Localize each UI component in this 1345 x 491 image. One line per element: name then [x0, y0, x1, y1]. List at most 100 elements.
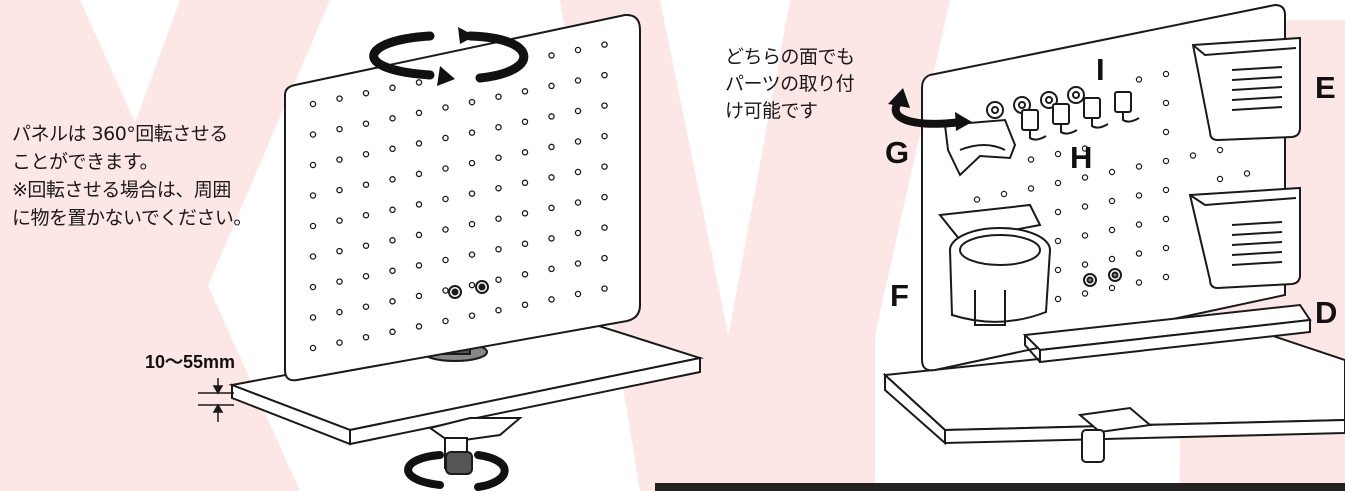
peg-hole	[521, 301, 529, 309]
peg-hole	[1108, 168, 1116, 176]
peg-hole	[442, 317, 449, 325]
peg-hole	[389, 237, 396, 244]
peg-hole	[389, 298, 396, 305]
left-panel-holes	[309, 41, 608, 352]
peg-hole	[521, 118, 529, 126]
peg-hole	[574, 168, 582, 176]
peg-hole	[468, 98, 476, 106]
rotation-note-line: に物を置かないでください。	[12, 207, 252, 229]
peg-hole	[389, 145, 396, 153]
peg-hole	[1054, 150, 1062, 158]
peg-hole	[495, 123, 502, 131]
peg-hole	[1162, 157, 1170, 165]
peg-hole	[415, 323, 423, 330]
peg-hole	[601, 163, 608, 170]
peg-hole	[601, 193, 608, 201]
rotate-arrow-heads	[437, 27, 475, 86]
peg-hole	[495, 154, 502, 161]
peg-hole	[574, 199, 582, 206]
peg-hole	[415, 140, 423, 147]
peg-hole	[521, 179, 529, 187]
peg-hole	[548, 52, 555, 59]
peg-hole	[495, 306, 502, 314]
peg-hole	[548, 113, 555, 120]
peg-hole	[309, 192, 317, 199]
peg-hole	[1162, 70, 1170, 78]
peg-hole	[601, 224, 608, 231]
peg-hole	[548, 296, 555, 303]
part-label-h: H	[1070, 140, 1093, 175]
peg-hole	[1108, 255, 1116, 263]
peg-hole	[309, 161, 317, 169]
peg-hole	[389, 267, 396, 275]
thickness-indicator	[198, 378, 234, 422]
peg-hole	[601, 285, 608, 292]
peg-hole	[362, 333, 370, 341]
peg-hole	[973, 196, 981, 203]
peg-hole	[1081, 232, 1089, 239]
peg-hole	[601, 41, 608, 48]
peg-hole	[336, 308, 343, 316]
peg-hole	[415, 79, 423, 86]
right-panel-knobs	[1083, 268, 1122, 287]
peg-hole	[362, 150, 370, 158]
peg-hole	[362, 272, 370, 280]
peg-hole	[415, 262, 423, 269]
peg-hole	[1135, 76, 1143, 83]
peg-hole	[442, 165, 449, 172]
peg-hole	[1162, 215, 1170, 223]
rotation-note: パネルは 360°回転させる ことができます。 ※回転させる場合は、周囲 に物を…	[12, 120, 252, 232]
peg-hole	[495, 245, 502, 253]
peg-hole	[336, 247, 343, 255]
peg-hole	[336, 217, 343, 224]
peg-hole	[574, 260, 582, 267]
peg-hole	[574, 229, 582, 237]
rotation-note-line: パネルは 360°回転させる	[12, 123, 228, 145]
peg-hole	[468, 129, 476, 136]
peg-hole	[1054, 266, 1062, 274]
thickness-label: 10～55mm	[145, 352, 236, 372]
peg-hole	[1081, 203, 1089, 210]
peg-hole	[309, 314, 317, 321]
peg-hole	[1054, 295, 1062, 303]
peg-hole	[1081, 261, 1089, 268]
peg-hole	[574, 77, 582, 84]
peg-hole	[495, 215, 502, 222]
part-h-hooks	[1021, 91, 1140, 141]
peg-hole	[1162, 128, 1170, 136]
left-panel-knobs	[448, 280, 489, 299]
peg-hole	[309, 100, 317, 108]
peg-hole	[442, 256, 449, 264]
peg-hole	[521, 271, 529, 278]
part-label-i: I	[1096, 52, 1105, 87]
clamp-rotate-arrow-icon	[404, 451, 509, 491]
flip-arrow-heads	[888, 88, 972, 131]
peg-hole	[389, 176, 396, 183]
peg-hole	[1162, 273, 1170, 281]
peg-hole	[468, 251, 476, 258]
peg-hole	[1108, 197, 1116, 205]
mounting-note-line: パーツの取り付	[725, 73, 855, 95]
part-label-f: F	[890, 278, 909, 313]
peg-hole	[415, 109, 423, 117]
peg-hole	[468, 281, 476, 289]
peg-hole	[389, 206, 396, 214]
peg-hole	[362, 303, 370, 310]
peg-hole	[362, 120, 370, 127]
peg-hole	[362, 181, 370, 188]
bottom-bar	[655, 483, 1345, 491]
peg-hole	[309, 283, 317, 291]
mounting-note: どちらの面でも パーツの取り付 け可能です	[725, 44, 855, 125]
peg-hole	[548, 204, 555, 212]
peg-hole	[1135, 279, 1143, 286]
peg-hole	[468, 190, 476, 197]
peg-hole	[389, 84, 396, 92]
peg-hole	[521, 240, 529, 248]
peg-hole	[389, 328, 396, 336]
rotation-note-line: ことができます。	[12, 151, 159, 173]
peg-hole	[1054, 179, 1062, 187]
part-label-e: E	[1315, 70, 1336, 105]
mounting-note-line: け可能です	[725, 100, 818, 122]
peg-hole	[495, 93, 502, 100]
